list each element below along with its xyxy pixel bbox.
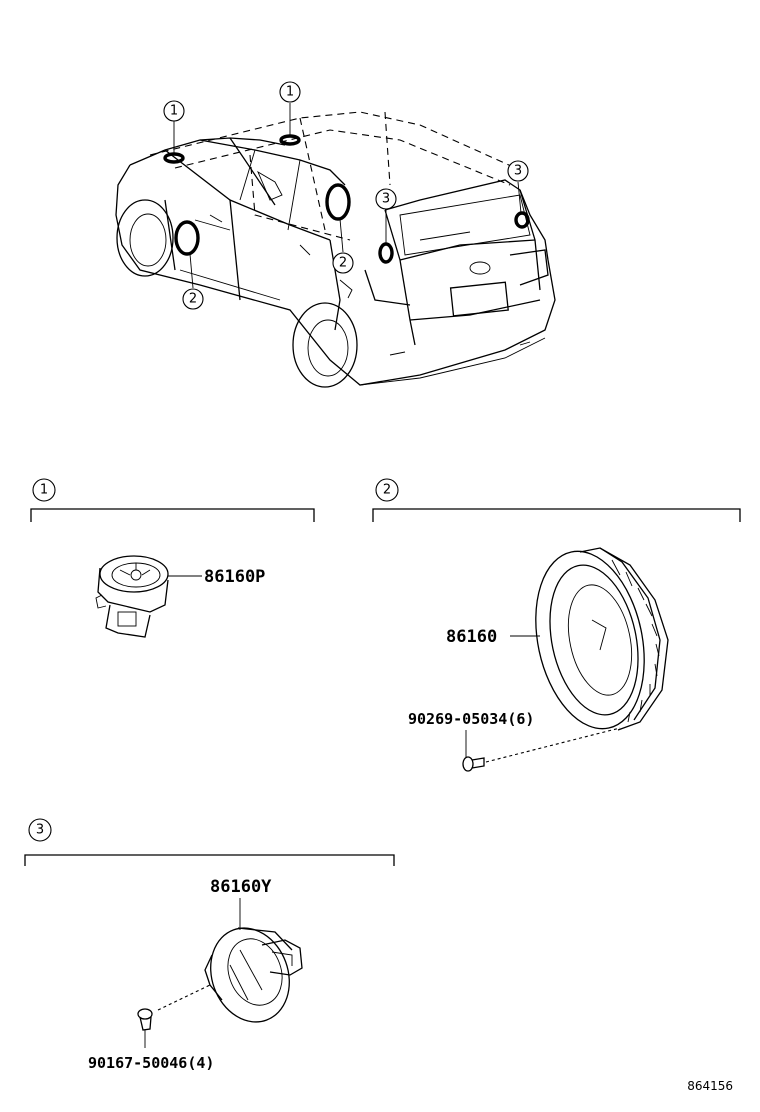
callout-3-right: 3 — [507, 160, 529, 182]
part-number-86160: 86160 — [446, 627, 497, 647]
callout-1-rear: 1 — [279, 81, 301, 103]
rear-speaker-part-drawing — [204, 927, 303, 1023]
callout-2-front-door: 2 — [182, 288, 204, 310]
screw-drawing — [462, 756, 485, 772]
section-2-badge: 2 — [383, 483, 391, 498]
part-number-90167-50046: 90167-50046(4) — [88, 1054, 214, 1072]
callout-label: 1 — [286, 85, 294, 100]
callout-3-left: 3 — [375, 188, 397, 210]
speaker-location-markers — [163, 134, 530, 264]
section-3-rear-speaker: 3 86160Y 90167-50046(4) — [24, 818, 395, 1072]
tweeter-part-drawing — [95, 555, 169, 638]
figure-number: 864156 — [687, 1079, 733, 1093]
car-callout-leaders — [173, 103, 522, 289]
vehicle-illustration — [115, 111, 556, 388]
callout-1-front: 1 — [163, 100, 185, 122]
part-number-90269-05034: 90269-05034(6) — [408, 710, 534, 728]
callout-label: 3 — [382, 192, 390, 207]
section-1-badge: 1 — [40, 483, 48, 498]
callout-label: 2 — [189, 292, 197, 307]
part-number-86160y: 86160Y — [210, 877, 272, 897]
callout-2-rear-door: 2 — [332, 252, 354, 274]
callout-label: 1 — [170, 104, 178, 119]
rear-screw-drawing — [137, 1008, 153, 1031]
section-3-badge: 3 — [36, 823, 44, 838]
callout-label: 3 — [514, 164, 522, 179]
callout-label: 2 — [339, 256, 347, 271]
section-1-tweeter: 1 86160P — [30, 478, 315, 638]
section-2-door-speaker: 2 86160 90269-05034(6) — [372, 478, 741, 772]
door-speaker-part-drawing — [535, 547, 669, 731]
part-number-86160p: 86160P — [204, 567, 265, 587]
